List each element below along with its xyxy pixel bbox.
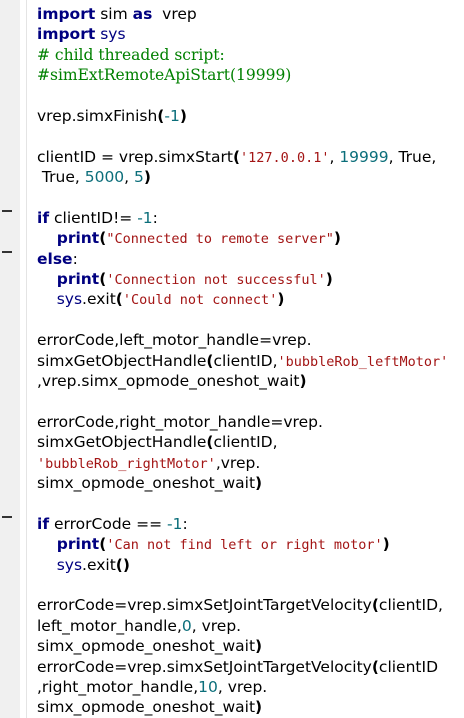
- gutter-divider: [26, 0, 27, 718]
- code-line[interactable]: ​: [37, 391, 462, 411]
- code-line[interactable]: import sim as vrep: [37, 5, 197, 23]
- code-line[interactable]: simx_opmode_oneshot_wait): [37, 698, 263, 717]
- code-line[interactable]: simxGetObjectHandle(clientID,'bubbleRob_…: [37, 351, 449, 370]
- fold-collapse-icon[interactable]: [2, 516, 12, 526]
- code-line[interactable]: else:: [37, 249, 78, 268]
- code-line[interactable]: print("Connected to remote server"): [56, 229, 341, 248]
- code-line[interactable]: simx_opmode_oneshot_wait): [37, 473, 263, 492]
- code-line[interactable]: # child threaded script:: [37, 45, 225, 64]
- code-line[interactable]: if clientID!= -1:: [37, 208, 158, 227]
- code-line[interactable]: ​: [37, 310, 462, 330]
- code-line[interactable]: #simExtRemoteApiStart(19999): [37, 66, 292, 85]
- fold-collapse-icon[interactable]: [2, 251, 12, 261]
- code-line[interactable]: simx_opmode_oneshot_wait): [37, 637, 263, 656]
- code-line[interactable]: clientID = vrep.simxStart('127.0.0.1', 1…: [37, 147, 437, 166]
- code-line[interactable]: errorCode,right_motor_handle=vrep.: [37, 412, 323, 431]
- code-line[interactable]: ​: [37, 493, 462, 513]
- code-line[interactable]: errorCode=vrep.simxSetJointTargetVelocit…: [37, 657, 439, 676]
- code-line[interactable]: ​: [37, 575, 462, 595]
- fold-gutter: [0, 0, 20, 718]
- code-line[interactable]: errorCode,left_motor_handle=vrep.: [37, 331, 312, 350]
- code-line[interactable]: 'bubbleRob_rightMotor',vrep.: [37, 453, 261, 472]
- code-line[interactable]: print('Can not find left or right motor'…: [56, 535, 390, 554]
- code-line[interactable]: ​: [37, 86, 462, 106]
- code-text[interactable]: import sim as vrep import sys# child thre…: [37, 4, 462, 718]
- code-line[interactable]: sys.exit(): [56, 555, 130, 574]
- code-line[interactable]: simxGetObjectHandle(clientID,: [37, 433, 278, 452]
- code-line[interactable]: left_motor_handle,0, vrep.: [37, 616, 242, 635]
- code-line[interactable]: ,vrep.simx_opmode_oneshot_wait): [37, 372, 307, 391]
- code-line[interactable]: import sys: [37, 25, 126, 44]
- code-line[interactable]: ​: [37, 188, 462, 208]
- code-line[interactable]: if errorCode == -1:: [37, 514, 188, 533]
- fold-collapse-icon[interactable]: [2, 210, 12, 220]
- code-line[interactable]: ​: [37, 126, 462, 146]
- code-line[interactable]: True, 5000, 5): [37, 168, 151, 187]
- code-line[interactable]: errorCode=vrep.simxSetJointTargetVelocit…: [37, 596, 443, 615]
- code-line[interactable]: ,right_motor_handle,10, vrep.: [37, 677, 268, 696]
- code-line[interactable]: vrep.simxFinish(-1): [37, 106, 187, 125]
- code-line[interactable]: sys.exit('Could not connect'): [56, 290, 285, 309]
- code-line[interactable]: print('Connection not successful'): [56, 270, 333, 289]
